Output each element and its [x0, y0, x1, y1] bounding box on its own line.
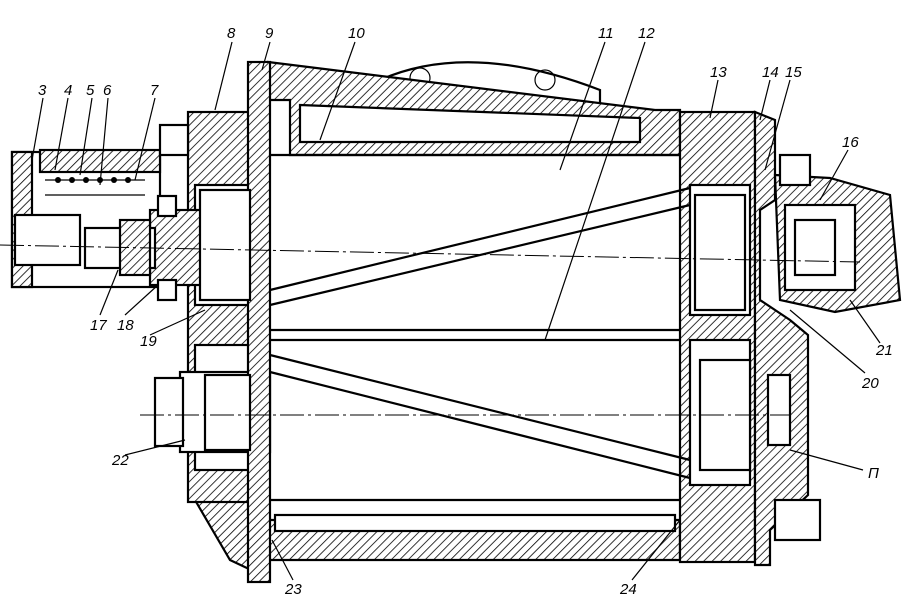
- callout-11: 11: [598, 25, 614, 42]
- callout-p: П: [868, 465, 879, 482]
- spring-coils: [55, 177, 131, 183]
- callout-7: 7: [150, 82, 159, 99]
- callout-21: 21: [875, 342, 893, 359]
- callout-19: 19: [140, 333, 157, 350]
- callout-3: 3: [38, 82, 47, 99]
- callout-24: 24: [619, 581, 637, 598]
- bearing-left-upper: [198, 188, 252, 302]
- callout-20: 20: [861, 375, 879, 392]
- callout-16: 16: [842, 134, 859, 151]
- callout-8: 8: [227, 25, 236, 42]
- callout-18: 18: [117, 317, 134, 334]
- callout-10: 10: [348, 25, 365, 42]
- callout-17: 17: [90, 317, 107, 334]
- callout-9: 9: [265, 25, 274, 42]
- right-flange: [678, 110, 757, 564]
- callout-22: 22: [111, 452, 129, 469]
- bearing-right-upper: [693, 193, 747, 312]
- callout-15: 15: [785, 64, 802, 81]
- callout-12: 12: [638, 25, 655, 42]
- leader-lines: [31, 41, 881, 581]
- callout-5: 5: [86, 82, 95, 99]
- callout-23: 23: [284, 581, 302, 598]
- callout-14: 14: [762, 64, 779, 81]
- gear-helix-lines: [269, 153, 691, 502]
- callout-4: 4: [64, 82, 72, 99]
- callout-6: 6: [103, 82, 112, 99]
- callout-13: 13: [710, 64, 727, 81]
